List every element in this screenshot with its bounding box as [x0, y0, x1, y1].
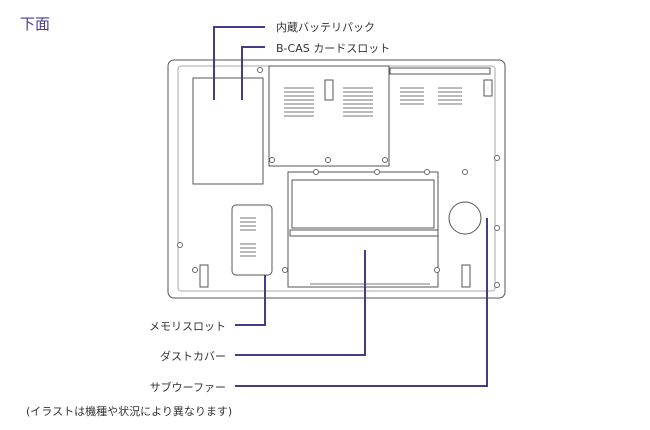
subwoofer-grille [448, 201, 482, 235]
callout-lines [213, 26, 488, 387]
label-memory-slot: メモリスロット [149, 320, 226, 333]
label-bcas-slot: B-CAS カードスロット [276, 42, 391, 55]
battery-cover [192, 77, 264, 185]
dust-cover [231, 204, 273, 276]
label-subwoofer: サブウーファー [149, 381, 226, 394]
illustration-note: (イラストは機種や状況により異なります) [26, 405, 233, 418]
laptop-body [167, 59, 506, 299]
label-dust-cover: ダストカバー [160, 350, 226, 363]
label-battery: 内蔵バッテリパック [276, 21, 375, 34]
page-title: 下面 [20, 15, 51, 33]
top-vent-panel [268, 65, 390, 167]
